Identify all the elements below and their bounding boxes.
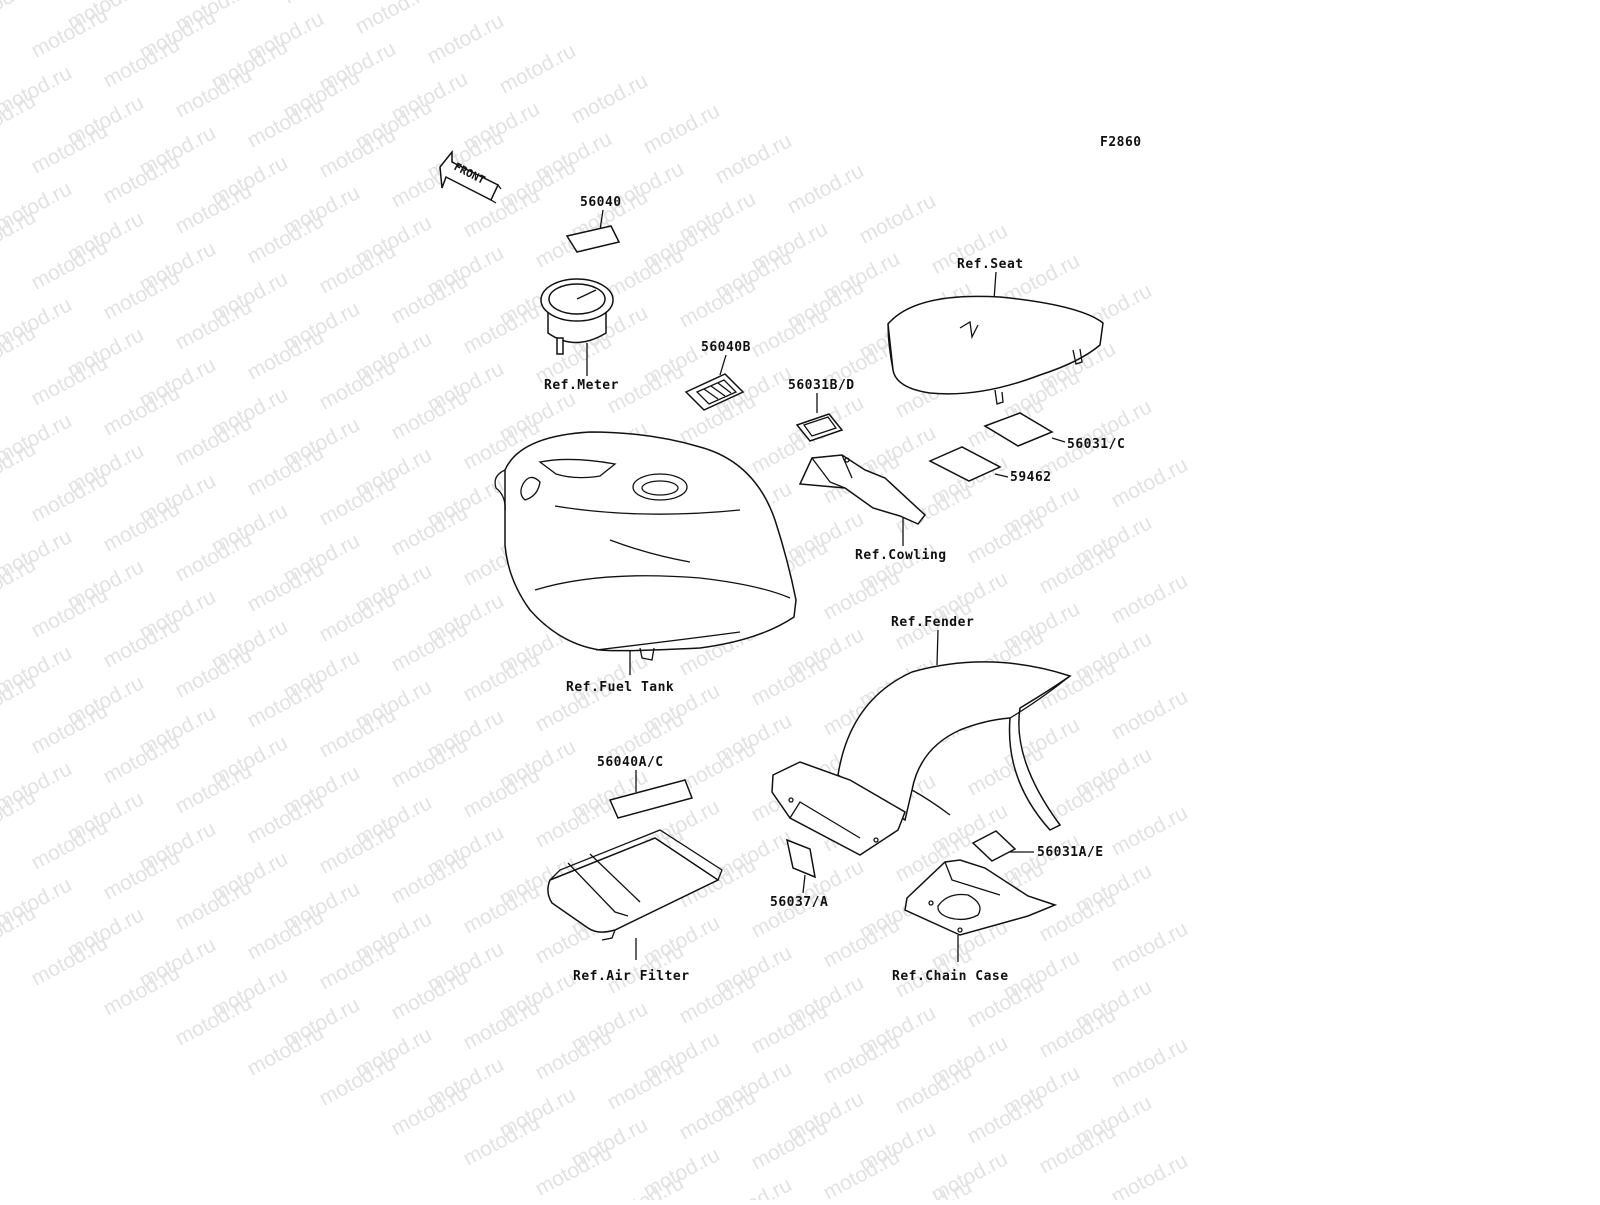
watermark-text: motod.ru	[1108, 917, 1192, 976]
watermark-text: motod.ru	[1108, 569, 1192, 628]
watermark-text: motod.ru	[568, 69, 652, 128]
seat-icon: Ref.Seat	[887, 257, 1104, 405]
part-number-56040: 56040	[580, 195, 622, 210]
label-sticker-56040ac: 56040A/C	[597, 755, 694, 819]
watermark-text: motod.ru	[784, 159, 868, 218]
part-number-56031bd: 56031B/D	[788, 378, 855, 393]
ref-meter-label: Ref.Meter	[544, 378, 619, 393]
label-sticker-59462: 59462	[928, 446, 1052, 485]
ref-seat-label: Ref.Seat	[957, 257, 1024, 272]
part-number-56037a: 56037/A	[770, 895, 828, 910]
label-sticker-56040: 56040	[565, 195, 622, 253]
cowling-icon: Ref.Cowling	[798, 454, 947, 563]
watermark-text: motod.ru	[1108, 453, 1192, 512]
fuel-tank-icon: Ref.Fuel Tank	[494, 431, 797, 695]
watermark-text: motod.ru	[280, 0, 364, 8]
label-sticker-56031ae: 56031A/E	[971, 830, 1104, 862]
ref-chain-case-label: Ref.Chain Case	[892, 969, 1009, 984]
label-sticker-56031c: 56031/C	[983, 412, 1125, 452]
part-number-56040b: 56040B	[701, 340, 751, 355]
air-filter-icon: Ref.Air Filter	[547, 829, 723, 984]
watermark-text: motod.ru	[712, 1173, 796, 1200]
watermark-text: motod.ru	[1108, 685, 1192, 744]
watermark-text: motod.ru	[496, 39, 580, 98]
chain-case-icon: Ref.Chain Case	[892, 859, 1058, 984]
watermark-text: motod.ru	[1108, 1149, 1192, 1200]
ref-cowling-label: Ref.Cowling	[855, 548, 947, 563]
watermark-text: motod.ru	[856, 189, 940, 248]
watermark-text: motod.ru	[1108, 801, 1192, 860]
part-number-56031c: 56031/C	[1067, 437, 1125, 452]
ref-air-filter-label: Ref.Air Filter	[573, 969, 690, 984]
part-number-56031ae: 56031A/E	[1037, 845, 1104, 860]
watermark-text: motod.ru	[424, 9, 508, 68]
watermark-text: motod.ru	[0, 0, 40, 32]
part-number-59462: 59462	[1010, 470, 1052, 485]
watermark-text: motod.ru	[352, 0, 436, 38]
fender-icon: Ref.Fender	[771, 615, 1072, 856]
meter-icon: Ref.Meter	[540, 278, 619, 393]
ref-fender-label: Ref.Fender	[891, 615, 974, 630]
watermark-text: motod.ru	[1108, 1033, 1192, 1092]
label-sticker-56031bd: 56031B/D	[788, 378, 855, 442]
label-sticker-56040b: 56040B	[684, 340, 751, 411]
ref-fuel-tank-label: Ref.Fuel Tank	[566, 680, 674, 695]
watermark-text: motod.ru	[640, 99, 724, 158]
part-number-56040ac: 56040A/C	[597, 755, 664, 770]
watermark-text: motod.ru	[712, 129, 796, 188]
label-sticker-56037a: 56037/A	[770, 838, 828, 910]
figure-code: F2860	[1100, 135, 1142, 150]
